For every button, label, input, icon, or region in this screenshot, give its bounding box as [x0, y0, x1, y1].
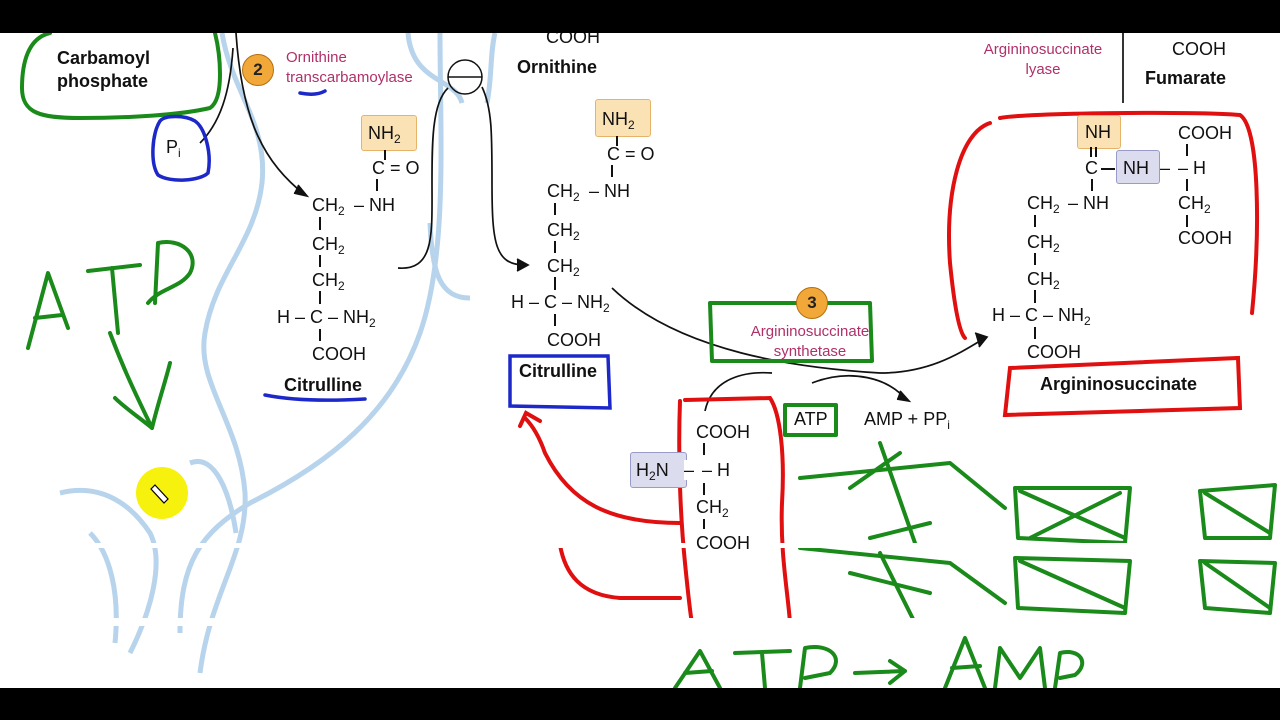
as-hc-nh2: H – C – NH2	[992, 305, 1091, 328]
video-band	[0, 618, 1280, 626]
bond	[616, 136, 618, 146]
bond	[319, 291, 321, 304]
bond	[319, 255, 321, 267]
amp-ppi-label: AMP + PPi	[864, 409, 950, 432]
bond	[1095, 147, 1097, 157]
nh2-box	[361, 115, 417, 151]
cit1-c-eq-o: C = O	[372, 158, 420, 178]
dash-spacer: –	[684, 460, 698, 480]
ornithine-label: Ornithine	[517, 57, 597, 77]
bond	[554, 241, 556, 253]
as-nh: NH	[1085, 122, 1111, 142]
citrulline-right-label: Citrulline	[519, 361, 598, 381]
asp-ch2: CH2	[696, 497, 729, 520]
ornithine-cooh: COOH	[546, 33, 600, 47]
pen-cursor-icon	[150, 484, 169, 504]
step-2-badge: 2	[242, 54, 274, 86]
nh-box	[1116, 150, 1160, 184]
bond	[319, 329, 321, 341]
as-cooh: COOH	[1027, 342, 1081, 362]
lyase-line1: Argininosuccinate	[983, 41, 1103, 58]
bond	[1091, 179, 1093, 191]
enzyme-3-line2: synthetase	[773, 343, 847, 360]
cit1-hc-nh2: H – C – NH2	[277, 307, 376, 330]
as-c: C	[1085, 158, 1098, 178]
cit1-cooh: COOH	[312, 344, 366, 364]
asp-h2n: H2N	[636, 460, 669, 483]
as-ch2b: CH2	[1027, 269, 1060, 292]
h2n-box	[630, 452, 687, 488]
bond	[703, 519, 705, 529]
step-3-badge: 3	[796, 287, 828, 319]
cit2-ch2a: CH2	[547, 220, 580, 243]
bond	[1034, 215, 1036, 227]
blue-annotations	[151, 89, 612, 410]
bond	[1186, 179, 1188, 191]
citrulline-left-label: Citrulline	[284, 375, 363, 395]
as-nh2: – NH	[1068, 193, 1110, 213]
diagram-layer	[0, 33, 1280, 688]
cit2-nh2: NH2	[602, 109, 635, 132]
argininosuccinate-label: Argininosuccinate	[1040, 374, 1198, 394]
enzyme-2-line1: Ornithine	[286, 49, 347, 66]
bond	[1034, 290, 1036, 303]
cit2-c-eq-o: C = O	[607, 144, 655, 164]
enzyme-3-line1: Argininosuccinate	[750, 323, 870, 340]
as-ch2: CH2	[1027, 193, 1060, 216]
carbamoyl-label-1: Carbamoyl	[57, 48, 151, 68]
bond	[1034, 327, 1036, 339]
bond	[376, 179, 378, 191]
bond	[1186, 215, 1188, 227]
reaction-arrows	[199, 33, 1124, 412]
asp-cooh: COOH	[696, 422, 750, 442]
as-ch2-right: CH2	[1178, 193, 1211, 216]
green-annotations	[20, 33, 1277, 688]
red-annotations	[518, 110, 1259, 625]
lyase-line2: lyase	[1025, 61, 1061, 78]
fumarate-label: Fumarate	[1145, 68, 1227, 88]
cit1-ch2b: CH2	[312, 270, 345, 293]
cit2-hc-nh2: H – C – NH2	[511, 292, 610, 315]
mitochondrial-membrane	[59, 33, 498, 674]
bond	[1034, 253, 1036, 265]
bond	[1101, 168, 1115, 170]
as-cooh-top: COOH	[1178, 123, 1232, 143]
as-cooh-right: COOH	[1178, 228, 1232, 248]
nh-box	[1077, 115, 1121, 149]
bond	[1186, 144, 1188, 156]
asp-cooh2: COOH	[696, 533, 750, 553]
fumarate-cooh: COOH	[1172, 39, 1226, 59]
bond	[611, 165, 613, 177]
enzyme-2-line2: transcarbamoylase	[286, 69, 413, 86]
atp-label: ATP	[794, 409, 828, 429]
bond	[319, 217, 321, 230]
cit1-ch2: CH2	[312, 195, 345, 218]
dash-spacer: –	[1160, 158, 1174, 178]
cit1-ch2a: CH2	[312, 234, 345, 257]
carbamoyl-label-2: phosphate	[57, 71, 149, 91]
nh2-box	[595, 99, 651, 137]
as-nh-mid: NH	[1123, 158, 1149, 178]
bond	[384, 150, 386, 160]
cit2-cooh: COOH	[547, 330, 601, 350]
bond	[1090, 147, 1092, 157]
bond	[554, 203, 556, 215]
cit1-nh: – NH	[354, 195, 396, 215]
urea-cycle-slide: Carbamoyl phosphate Pi 2 Ornithine trans…	[0, 33, 1280, 688]
video-cut-overlay	[0, 543, 1280, 548]
cit2-ch2: CH2	[547, 181, 580, 204]
bond	[703, 443, 705, 455]
bond	[703, 483, 705, 495]
cit2-ch2b: CH2	[547, 256, 580, 279]
cit1-nh2: NH2	[368, 123, 401, 146]
pi-label: Pi	[166, 137, 181, 160]
bond	[554, 277, 556, 290]
as-ch2a: CH2	[1027, 232, 1060, 255]
bond	[554, 314, 556, 326]
cit2-nh: – NH	[589, 181, 631, 201]
